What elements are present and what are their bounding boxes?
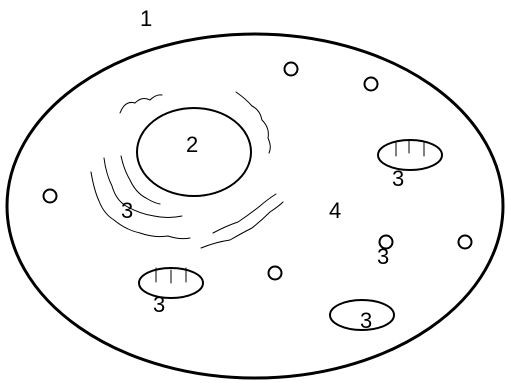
label-organelle: 3	[121, 198, 133, 223]
mitochondrion-right	[378, 140, 442, 170]
er-strand	[91, 172, 190, 239]
endoplasmic-reticulum	[91, 92, 283, 248]
mitochondrion-outline	[378, 140, 442, 170]
label-organelle: 3	[360, 308, 372, 333]
vesicle	[285, 63, 298, 76]
label-cytoplasm: 4	[329, 198, 341, 223]
label-nucleus: 2	[186, 132, 198, 157]
label-organelle: 3	[153, 292, 165, 317]
er-strand	[120, 95, 162, 113]
mitochondrion-left	[139, 268, 203, 298]
vesicle	[459, 236, 472, 249]
er-strand	[213, 194, 276, 233]
er-strand	[236, 92, 270, 153]
label-organelle: 3	[377, 244, 389, 269]
label-organelle: 3	[392, 166, 404, 191]
label-cell-membrane: 1	[140, 6, 152, 31]
er-strand	[121, 156, 160, 204]
vesicle	[365, 78, 378, 91]
er-strand	[201, 202, 283, 248]
er-strand	[104, 158, 182, 218]
vesicle	[269, 267, 282, 280]
cell-membrane	[7, 34, 503, 378]
vesicle	[44, 190, 57, 203]
